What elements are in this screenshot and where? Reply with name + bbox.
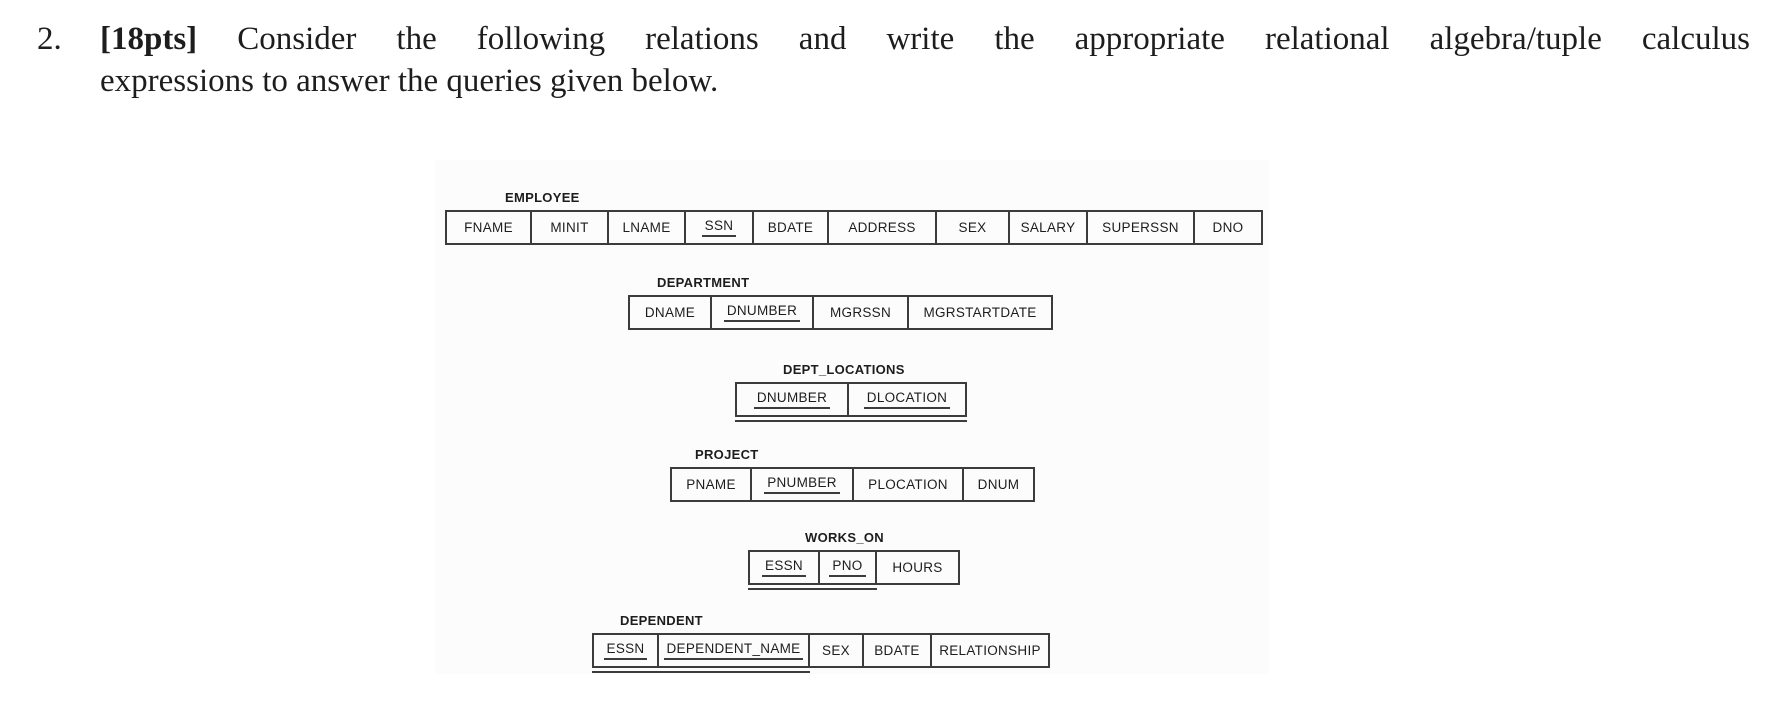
question-line2: expressions to answer the queries given … (100, 63, 719, 99)
relation-table: PNAME PNUMBER PLOCATION DNUM (670, 467, 1035, 502)
composite-key-underline (735, 420, 967, 422)
attribute-cell-dnumber: DNUMBER (737, 384, 849, 415)
attribute-cell-bdate: BDATE (754, 212, 829, 243)
attribute-label: SEX (958, 220, 987, 235)
question-number: 2. (37, 21, 62, 57)
attribute-cell-dnumber: DNUMBER (712, 297, 814, 328)
attribute-label: DNAME (644, 305, 696, 320)
relation-table: FNAME MINIT LNAME SSN BDATE ADDRESS SEX SALARY S… (445, 210, 1263, 245)
attribute-cell-minit: MINIT (532, 212, 609, 243)
attribute-cell-sex: SEX (937, 212, 1010, 243)
relation-table: ESSN PNO HOURS (748, 550, 960, 585)
attribute-cell-dno: DNO (1195, 212, 1261, 243)
attribute-cell-lname: LNAME (609, 212, 686, 243)
attribute-label: LNAME (622, 220, 671, 235)
relation-dependent: DEPENDENT ESSN DEPENDENT_NAME SEX BDATE RELA… (592, 613, 1050, 673)
relation-project: PROJECT PNAME PNUMBER PLOCATION DNUM (670, 447, 1035, 502)
attribute-label: MINIT (550, 220, 589, 235)
attribute-label: DNO (1212, 220, 1244, 235)
attribute-label: ADDRESS (848, 220, 916, 235)
relation-employee: EMPLOYEE FNAME MINIT LNAME SSN BDATE ADDRESS S… (445, 190, 1263, 245)
attribute-label: PNAME (686, 477, 736, 492)
relational-schema-diagram: EMPLOYEE FNAME MINIT LNAME SSN BDATE ADDRESS S… (435, 160, 1269, 674)
question-points-label: [18pts] (100, 21, 198, 57)
relation-table: ESSN DEPENDENT_NAME SEX BDATE RELATIONSHIP (592, 633, 1050, 668)
attribute-cell-salary: SALARY (1010, 212, 1088, 243)
question-line1-text: Consider the following relations and wri… (237, 21, 1751, 57)
attribute-cell-mgrstartdate: MGRSTARTDATE (909, 297, 1051, 328)
attribute-label: BDATE (767, 220, 814, 235)
relation-works-on: WORKS_ON ESSN PNO HOURS (748, 530, 960, 590)
attribute-cell-sex: SEX (810, 635, 864, 666)
attribute-label: SALARY (1020, 220, 1076, 235)
attribute-cell-bdate: BDATE (864, 635, 932, 666)
relation-department: DEPARTMENT DNAME DNUMBER MGRSSN MGRSTARTDAT… (628, 275, 1053, 330)
attribute-label: DEPENDENT_NAME (663, 641, 804, 660)
question-text: [18pts] Consider the following relations… (100, 18, 1750, 102)
attribute-cell-superssn: SUPERSSN (1088, 212, 1195, 243)
attribute-cell-ssn: SSN (686, 212, 754, 243)
composite-key-underline (748, 588, 877, 590)
relation-table: DNUMBER DLOCATION (735, 382, 967, 417)
attribute-cell-hours: HOURS (877, 552, 958, 583)
attribute-cell-essn: ESSN (750, 552, 820, 583)
attribute-cell-dependent_name: DEPENDENT_NAME (659, 635, 810, 666)
attribute-cell-pnumber: PNUMBER (752, 469, 854, 500)
relation-name-label: DEPENDENT (620, 613, 703, 628)
attribute-label: SUPERSSN (1102, 220, 1179, 235)
attribute-cell-address: ADDRESS (829, 212, 937, 243)
attribute-label: ESSN (762, 558, 806, 577)
attribute-label: PNUMBER (764, 475, 840, 494)
relation-name-label: EMPLOYEE (505, 190, 580, 205)
attribute-label: DLOCATION (863, 390, 951, 409)
attribute-label: DNUM (977, 477, 1020, 492)
attribute-cell-essn: ESSN (594, 635, 659, 666)
attribute-label: MGRSTARTDATE (923, 305, 1037, 320)
attribute-label: RELATIONSHIP (939, 643, 1041, 658)
attribute-label: HOURS (892, 560, 943, 575)
attribute-label: SEX (822, 643, 850, 658)
relation-dept-locations: DEPT_LOCATIONS DNUMBER DLOCATION (735, 362, 967, 422)
attribute-cell-fname: FNAME (447, 212, 532, 243)
relation-name-label: DEPT_LOCATIONS (783, 362, 905, 377)
relation-table: DNAME DNUMBER MGRSSN MGRSTARTDATE (628, 295, 1053, 330)
attribute-cell-dnum: DNUM (964, 469, 1033, 500)
relation-name-label: WORKS_ON (805, 530, 884, 545)
attribute-label: DNUMBER (753, 390, 831, 409)
relation-name-label: DEPARTMENT (657, 275, 750, 290)
attribute-cell-dlocation: DLOCATION (849, 384, 965, 415)
attribute-label: MGRSSN (829, 305, 892, 320)
question-line1: [18pts] Consider the following relations… (100, 18, 1750, 60)
attribute-cell-relationship: RELATIONSHIP (932, 635, 1048, 666)
attribute-cell-pname: PNAME (672, 469, 752, 500)
attribute-label: DNUMBER (723, 303, 801, 322)
attribute-cell-pno: PNO (820, 552, 877, 583)
attribute-label: ESSN (603, 641, 648, 660)
attribute-cell-mgrssn: MGRSSN (814, 297, 909, 328)
attribute-cell-plocation: PLOCATION (854, 469, 964, 500)
attribute-label: PNO (829, 558, 866, 577)
attribute-label: BDATE (874, 643, 920, 658)
attribute-label: FNAME (464, 220, 513, 235)
attribute-label: PLOCATION (868, 477, 948, 492)
relation-name-label: PROJECT (695, 447, 759, 462)
attribute-label: SSN (701, 218, 737, 237)
attribute-cell-dname: DNAME (630, 297, 712, 328)
composite-key-underline (592, 671, 810, 673)
